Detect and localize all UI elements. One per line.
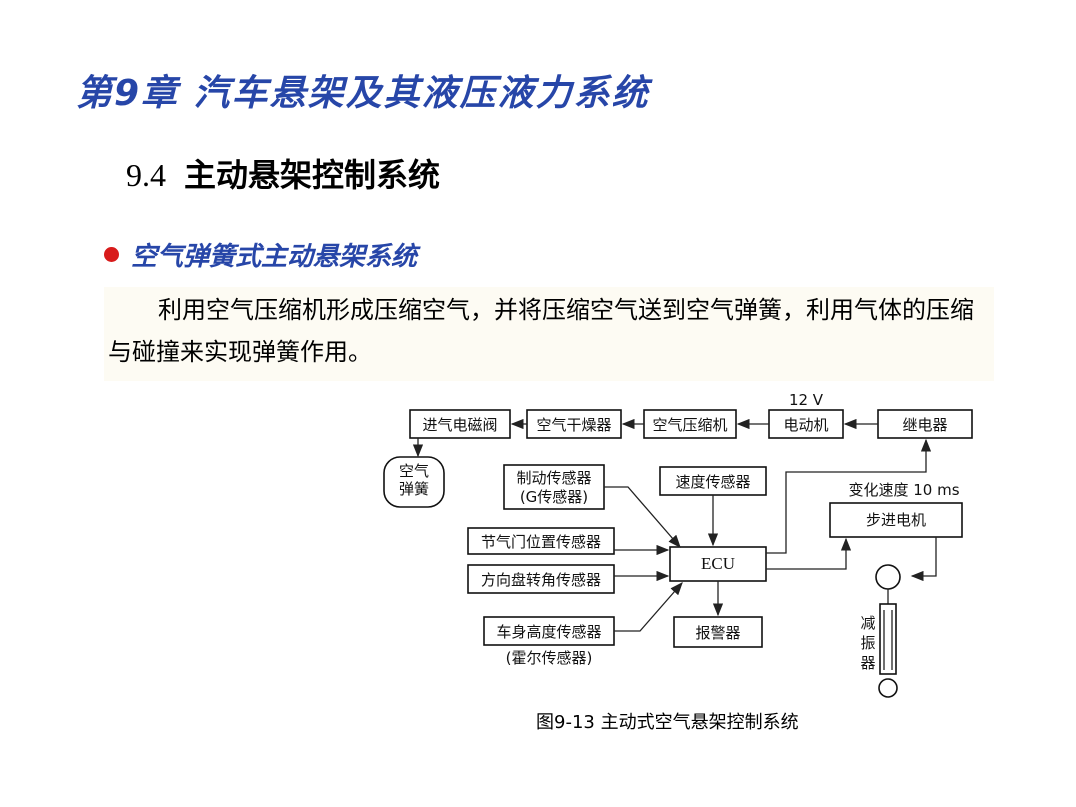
air-spring-box [383, 456, 445, 508]
brake-sensor-box [503, 464, 605, 510]
damper-icon [875, 564, 901, 698]
height-sensor-box [483, 616, 615, 646]
section-number: 9.4 [126, 157, 166, 193]
bullet-dot-icon [104, 247, 119, 262]
voltage-label: 12 V [789, 391, 824, 409]
speed-sensor-label: 速度传感器 [675, 473, 750, 491]
throttle-sensor-box [467, 527, 615, 555]
description-paragraph: 利用空气压缩机形成压缩空气，并将压缩空气送到空气弹簧，利用气体的压缩与碰撞来实现… [108, 296, 974, 366]
air-compressor-label: 空气压缩机 [652, 416, 727, 434]
intake-valve-label: 进气电磁阀 [422, 416, 497, 434]
air-dryer-label: 空气干燥器 [536, 416, 611, 434]
section-title: 9.4 主动悬架控制系统 [126, 150, 440, 196]
figure-caption: 图9-13 主动式空气悬架控制系统 [536, 712, 799, 733]
hall-sensor-label: (霍尔传感器) [506, 649, 593, 667]
alarm-label: 报警器 [695, 624, 740, 642]
description-box: 利用空气压缩机形成压缩空气，并将压缩空气送到空气弹簧，利用气体的压缩与碰撞来实现… [104, 287, 994, 381]
brake-sensor-label: 制动传感器 [516, 469, 591, 487]
damper-label-1: 减 [860, 614, 875, 632]
intake-valve-box [409, 409, 511, 439]
steering-sensor-box [467, 564, 615, 594]
section-title-text: 主动悬架控制系统 [184, 156, 441, 194]
speed-sensor-box [659, 466, 767, 496]
height-sensor-label: 车身高度传感器 [496, 623, 601, 641]
air-spring-label-2: 弹簧 [399, 480, 429, 498]
damper-label-3: 器 [860, 654, 875, 672]
chapter-title: 第9章 汽车悬架及其液压液力系统 [76, 73, 650, 114]
stepper-motor-label: 步进电机 [866, 511, 926, 529]
bullet-text: 空气弹簧式主动悬架系统 [131, 242, 418, 272]
relay-label: 继电器 [902, 416, 947, 434]
stepper-motor-box [829, 502, 963, 538]
speed-note-label: 变化速度 10 ms [848, 481, 959, 499]
ecu-label: ECU [701, 554, 735, 573]
air-compressor-box [643, 409, 737, 439]
air-spring-label-1: 空气 [399, 462, 429, 480]
steering-sensor-label: 方向盘转角传感器 [481, 571, 601, 589]
motor-label: 电动机 [783, 416, 828, 434]
bullet-heading: 空气弹簧式主动悬架系统 [104, 236, 417, 273]
alarm-box [673, 616, 763, 648]
g-sensor-label: (G传感器) [520, 488, 588, 506]
damper-label-2: 振 [860, 634, 875, 652]
throttle-sensor-label: 节气门位置传感器 [481, 533, 601, 551]
ecu-box [669, 546, 767, 582]
